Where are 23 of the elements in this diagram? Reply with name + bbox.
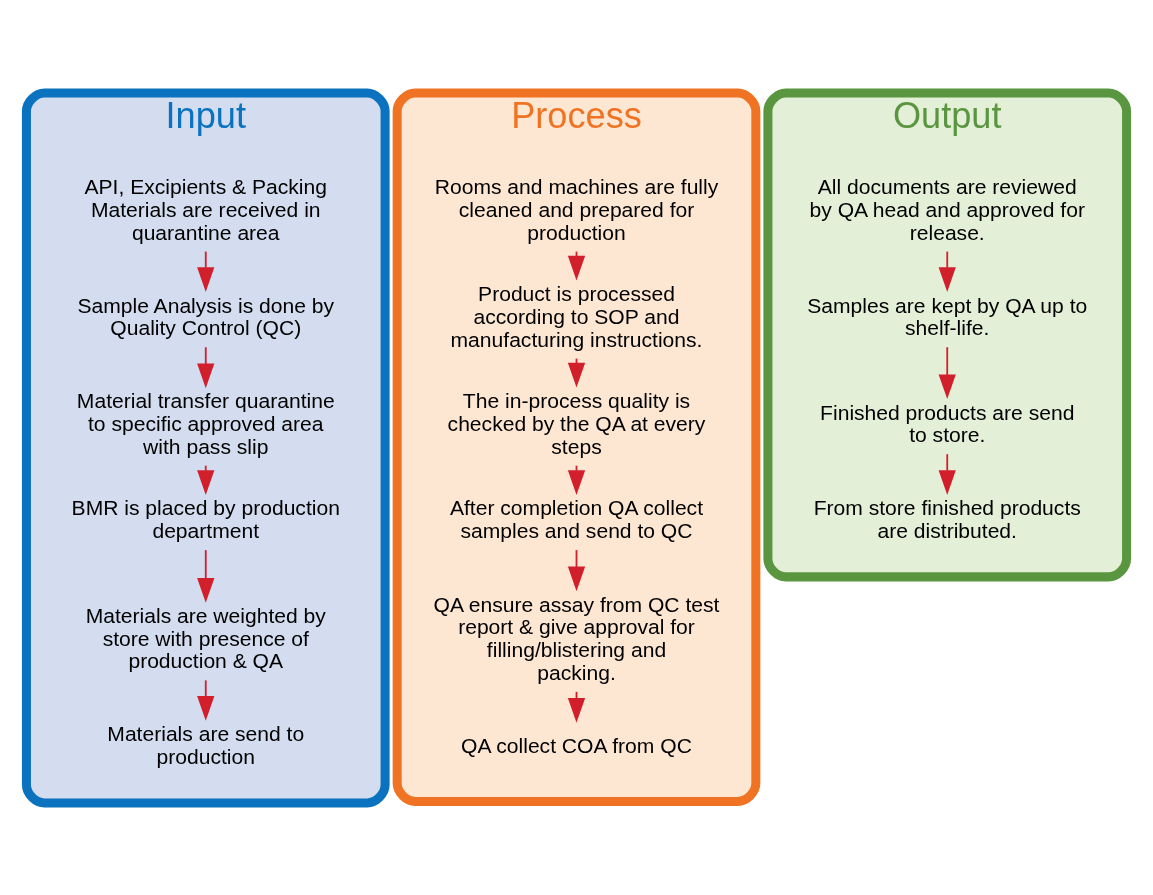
node-text: QA collect COA from QC: [461, 733, 692, 757]
arrow: [197, 678, 215, 721]
arrow: [197, 250, 215, 292]
node-text: Finished products are send to store.: [820, 400, 1075, 446]
node-text: From store finished products are distributed.: [813, 495, 1081, 542]
arrow: [938, 250, 956, 292]
node-text: Materials are send to production: [107, 721, 305, 768]
node-text: After completion QA collect samples and send to QC: [449, 495, 704, 542]
node-text: Samples are kept by QA up to shelf-life.: [807, 293, 1088, 339]
arrow: [938, 345, 956, 399]
arrow: [197, 548, 215, 603]
node-text: Sample Analysis is done by Quality Control (QC): [77, 293, 335, 339]
node-text: Rooms and machines are fully cleaned and prepared for production: [434, 174, 719, 244]
arrow: [938, 452, 956, 495]
node-text: BMR is placed by production department: [71, 495, 340, 542]
node-text: API, Excipients & Packing Materials are received in quarantine area: [84, 174, 328, 244]
node-text: Material transfer quarantine to specific approved area with pass slip: [76, 388, 335, 458]
node-text: Product is processed according to SOP and manufacturing instructions.: [450, 281, 703, 351]
node-text: Materials are weighted by store with presence of production & QA: [85, 603, 326, 672]
node-text: All documents are reviewed by QA head and approved for release.: [809, 174, 1085, 244]
node-text: The in-process quality is checked by the QA at every steps: [447, 388, 706, 458]
arrow: [197, 345, 215, 388]
node-text: QA ensure assay from QC test report & give approval for filling/blistering and packing.: [433, 592, 720, 684]
